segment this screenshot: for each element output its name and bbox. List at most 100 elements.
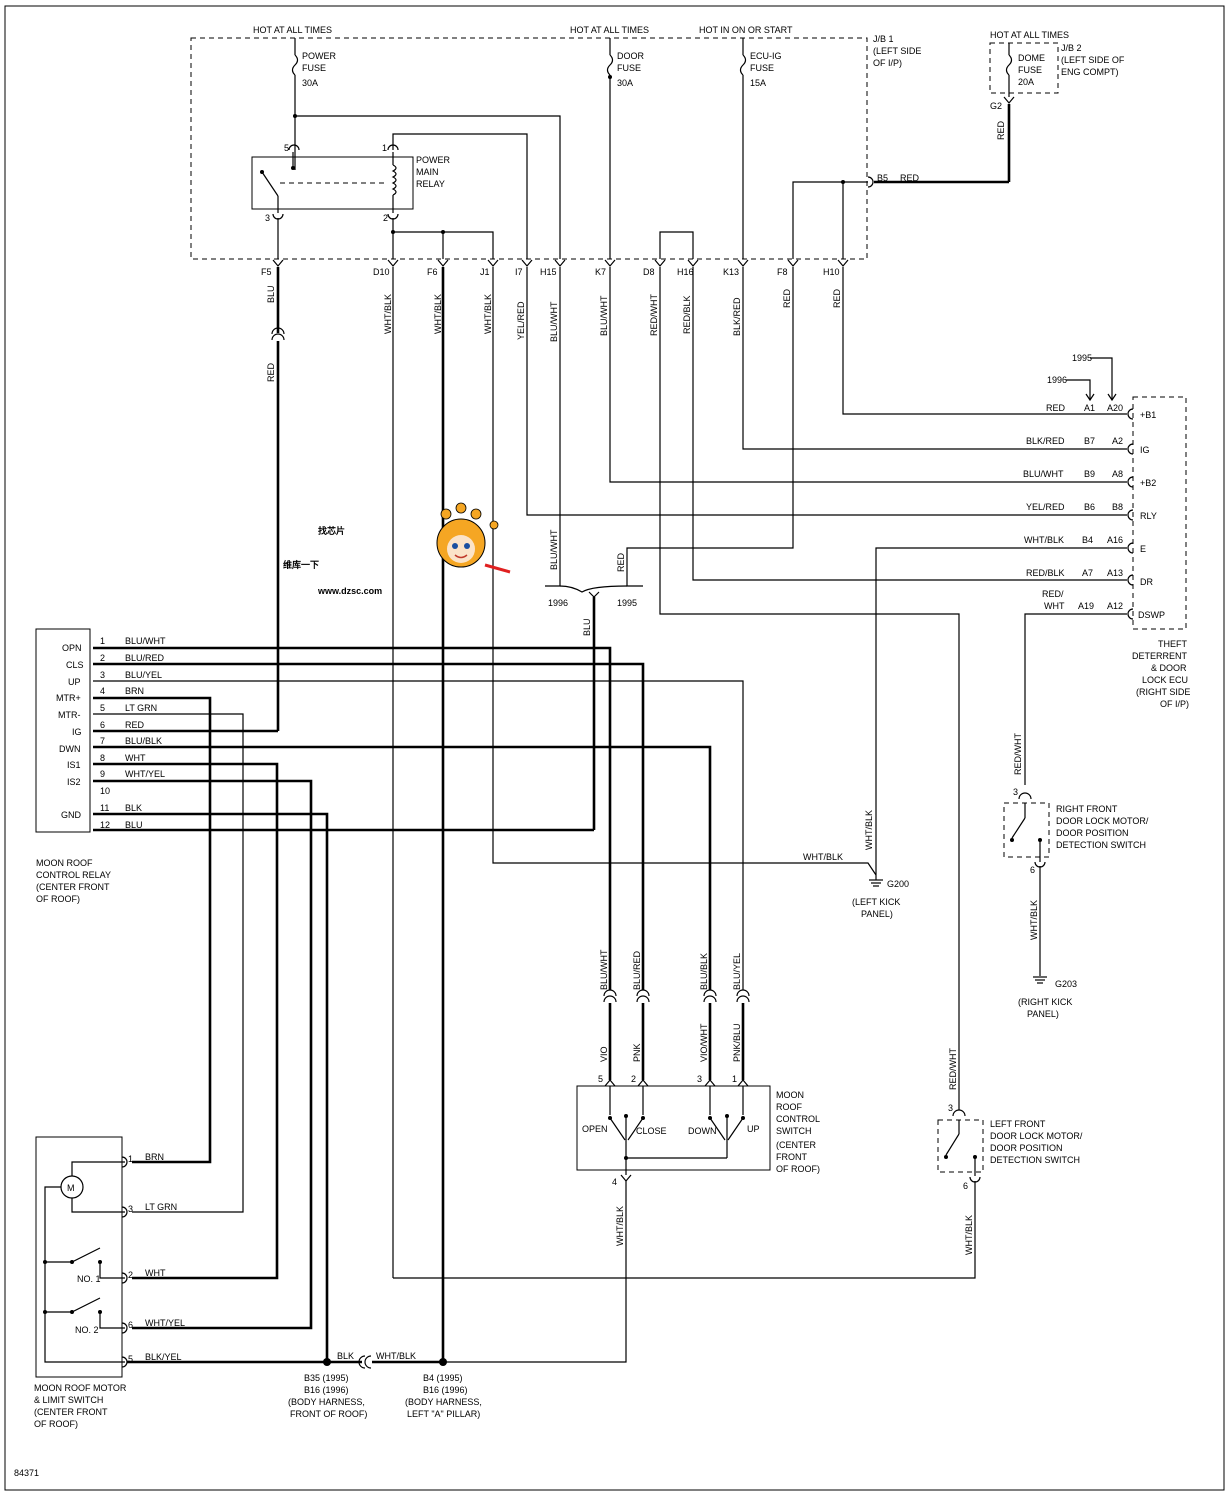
motor-limit-sw2: NO. 2 <box>75 1325 99 1335</box>
relay-label-1: POWER <box>416 155 451 165</box>
door-fuse-label-2: FUSE <box>617 63 641 73</box>
cs-title-6: FRONT <box>776 1152 807 1162</box>
ecu-wire-dswp: RED/ <box>1042 589 1064 599</box>
right-switch-label-1: RIGHT FRONT <box>1056 804 1118 814</box>
right-switch-label-3: DOOR POSITION <box>1056 828 1129 838</box>
mascot-icon <box>436 502 511 574</box>
wire-d10: WHT/BLK <box>383 294 393 334</box>
ecu-term-rly: RLY <box>1140 511 1157 521</box>
jb1-label-2: (LEFT SIDE <box>873 46 921 56</box>
ecu-title-3: & DOOR <box>1151 663 1187 673</box>
year-split: BLU/WHT RED 1996 1995 BLU <box>545 529 643 830</box>
relay-pin-3: 3 <box>265 213 270 223</box>
ecu-row-rly: YEL/RED B6 B8 RLY <box>1026 502 1157 521</box>
motor-wire-6: WHT/YEL <box>145 1318 185 1328</box>
splice2-label-3: (BODY HARNESS, <box>405 1397 482 1407</box>
splice1-label-3: (BODY HARNESS, <box>288 1397 365 1407</box>
ground-g200: WHT/BLK WHT/BLK G200 (LEFT KICK PANEL) <box>803 810 909 919</box>
watermark-url: www.dzsc.com <box>317 586 382 596</box>
relay-pin-5: 5 <box>284 143 289 153</box>
moon-roof-motor: M NO. 1 NO. 2 1 3 2 6 5 BRN LT GRN WHT W… <box>34 1136 185 1429</box>
splice1-wire: BLK <box>337 1351 354 1361</box>
jb2-wire-color: RED <box>996 120 1006 140</box>
cs-pin-4: 4 <box>612 1177 617 1187</box>
right-switch-label-4: DETECTION SWITCH <box>1056 840 1146 850</box>
motor-symbol: M <box>67 1183 75 1193</box>
left-switch-label-3: DOOR POSITION <box>990 1143 1063 1153</box>
cs-upper-wire-1: BLU/WHT <box>599 949 609 990</box>
g203-wire: WHT/BLK <box>1029 900 1039 940</box>
hot-label-ecu: HOT IN ON OR START <box>699 25 793 35</box>
relay-pin-11: 11 <box>100 803 109 813</box>
ecu-term-b1: +B1 <box>1140 410 1156 420</box>
jb2-pin: G2 <box>990 101 1002 111</box>
ecu-fuse-amps: 15A <box>750 78 766 88</box>
motor-title-1: MOON ROOF MOTOR <box>34 1383 127 1393</box>
splice2-label-1: B4 (1995) <box>423 1373 463 1383</box>
relay-pin-1: 1 <box>382 143 387 153</box>
ecu-title-2: DETERRENT <box>1132 651 1188 661</box>
ecu-year-1996: 1996 <box>1047 375 1067 385</box>
door-fuse-label-1: DOOR <box>617 51 645 61</box>
cs-pin-2: 2 <box>631 1074 636 1084</box>
figure-id: 84371 <box>14 1468 39 1478</box>
ecu-pin95-dswp: A12 <box>1107 601 1123 611</box>
ecu-title-4: LOCK ECU <box>1142 675 1188 685</box>
cs-title-2: ROOF <box>776 1102 803 1112</box>
jb1-label-3: OF I/P) <box>873 58 902 68</box>
conn-j1: J1 <box>480 267 490 277</box>
split-trunk-wire: BLU <box>582 618 592 636</box>
ecu-pin95-b1: A20 <box>1107 403 1123 413</box>
ecu-fuse-label-1: ECU-IG <box>750 51 782 61</box>
relay-pin-4: 4 <box>100 686 105 696</box>
left-switch-pin-bot: 6 <box>963 1181 968 1191</box>
wire-f6: WHT/BLK <box>433 294 443 334</box>
conn-f5: F5 <box>261 267 272 277</box>
relay-wire-8: WHT <box>125 753 146 763</box>
relay-term-up: UP <box>68 677 81 687</box>
ecu-title-1: THEFT <box>1158 639 1187 649</box>
ecu-ig-fuse: ECU-IG FUSE 15A <box>739 38 782 259</box>
ecu-row-b2: BLU/WHT B9 A8 +B2 <box>1023 469 1156 488</box>
relay-wire-4: BRN <box>125 686 144 696</box>
relay-title-2: CONTROL RELAY <box>36 870 111 880</box>
door-fuse: DOOR FUSE 30A <box>606 38 645 259</box>
cs-upper-wire-3: BLU/BLK <box>699 953 709 990</box>
conn-k13: K13 <box>723 267 739 277</box>
relay-term-opn: OPN <box>62 643 82 653</box>
relay-term-is2: IS2 <box>67 777 81 787</box>
relay-wire-9: WHT/YEL <box>125 769 165 779</box>
right-switch-pin-top: 3 <box>1013 787 1018 797</box>
splice1-label-1: B35 (1995) <box>304 1373 349 1383</box>
conn-h10: H10 <box>823 267 840 277</box>
g200-name: G200 <box>887 879 909 889</box>
wire-f8: RED <box>782 288 792 308</box>
ecu-row-ig: BLK/RED B7 A2 IG <box>1026 436 1150 455</box>
relay-term-ig: IG <box>72 727 82 737</box>
ecu-pin95-e: A16 <box>1107 535 1123 545</box>
jb2-label-3: ENG COMPT) <box>1061 67 1119 77</box>
ecu-pin96-e: B4 <box>1082 535 1093 545</box>
ecu-pin96-ig: B7 <box>1084 436 1095 446</box>
wire-k7: BLU/WHT <box>599 295 609 336</box>
moon-roof-control-switch: BLU/WHT BLU/RED BLU/BLK BLU/YEL VIO PNK … <box>443 949 820 1363</box>
relay-pin-9: 9 <box>100 769 105 779</box>
wire-h15: BLU/WHT <box>549 301 559 342</box>
splice1-label-2: B16 (1996) <box>304 1385 349 1395</box>
relay-output-wires <box>93 646 744 1362</box>
relay-wire-2: BLU/RED <box>125 653 165 663</box>
ground-g203: G203 (RIGHT KICK PANEL) <box>1018 976 1077 1019</box>
jb1-label-1: J/B 1 <box>873 34 894 44</box>
page-frame <box>4 5 1225 1491</box>
cs-pin-3: 3 <box>697 1074 702 1084</box>
conn-d8: D8 <box>643 267 655 277</box>
ecu-pin96-rly: B6 <box>1084 502 1095 512</box>
left-switch-wire-top: RED/WHT <box>948 1048 958 1090</box>
ecu-pin95-b2: A8 <box>1112 469 1123 479</box>
relay-pin-2: 2 <box>383 213 388 223</box>
door-fuse-amps: 30A <box>617 78 633 88</box>
g200-wire-h: WHT/BLK <box>803 852 843 862</box>
relay-pin-5: 5 <box>100 703 105 713</box>
relay-pin-7: 7 <box>100 736 105 746</box>
ecu-pin96-b2: B9 <box>1084 469 1095 479</box>
